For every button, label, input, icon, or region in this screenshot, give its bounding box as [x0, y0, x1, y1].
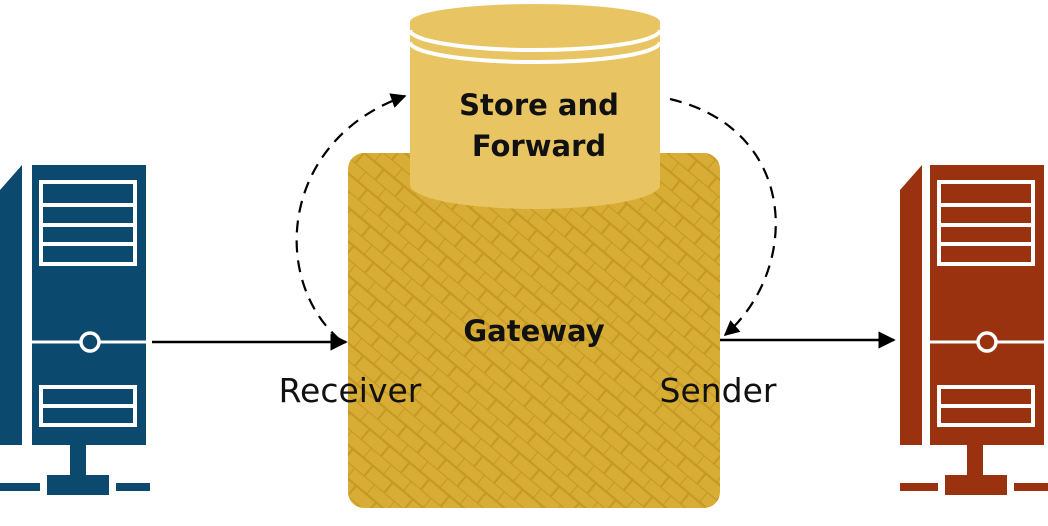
receiver-label: Receiver: [279, 371, 422, 410]
receiver-server-icon: [0, 165, 150, 495]
store-label-line2: Forward: [472, 129, 606, 163]
store-label-line1: Store and: [459, 88, 619, 122]
sender-server-icon: [900, 165, 1048, 495]
dashed-arrow-to-store: [295, 93, 407, 341]
store-database-icon: Store and Forward: [408, 4, 662, 209]
sender-label: Sender: [660, 371, 777, 410]
gateway-label: Gateway: [463, 314, 604, 348]
dashed-arrow-from-store: [669, 97, 777, 337]
gateway-box: Gateway: [348, 153, 720, 508]
